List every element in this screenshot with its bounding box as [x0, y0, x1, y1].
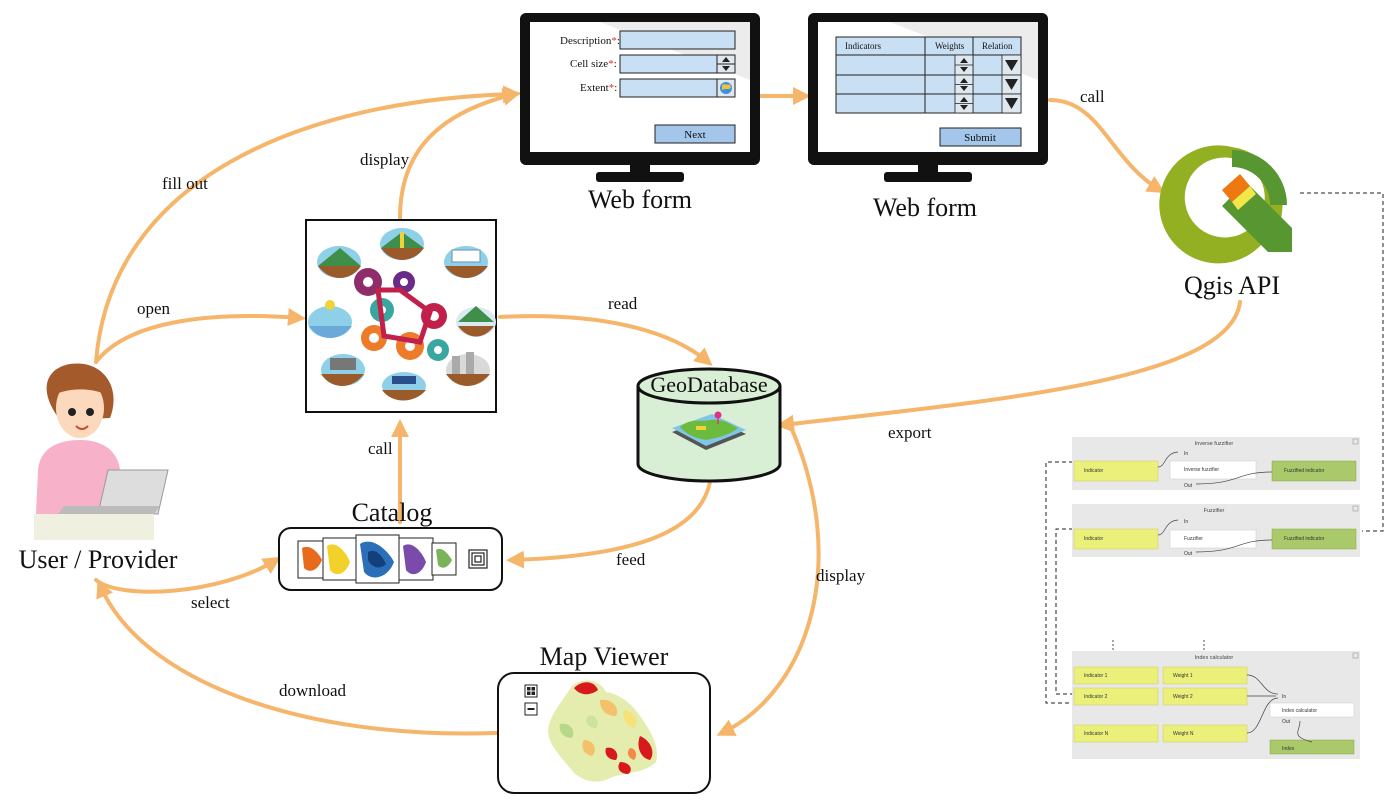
arrow-call-qgis — [1048, 98, 1166, 194]
label-open: open — [137, 299, 171, 318]
catalog: Catalog — [278, 498, 503, 591]
model-connectors — [1045, 192, 1384, 704]
form2-row-2[interactable] — [954, 74, 1022, 95]
label-display-map: display — [816, 566, 866, 585]
model-input: Indicator — [1084, 536, 1104, 542]
map-3d-icon — [672, 411, 746, 450]
model-output: Index — [1282, 746, 1295, 752]
form1-cell-size-label: Cell size*: — [570, 58, 617, 70]
model-algo: Fuzzifier — [1184, 536, 1203, 542]
form2-row-1[interactable] — [954, 54, 1022, 76]
model-indicator-2: Indicator 2 — [1084, 694, 1108, 700]
model-index-calculator: Index calculator Indicator 1 Indicator 2… — [1072, 640, 1360, 759]
model-in: In — [1184, 451, 1188, 457]
model-out: Out — [1282, 719, 1291, 725]
form2-row-3[interactable] — [954, 93, 1022, 114]
arrow-display-top — [398, 88, 521, 220]
model-weight-2: Weight 2 — [1173, 694, 1193, 700]
form1-next-button[interactable] — [654, 124, 736, 144]
arrow-feed — [506, 480, 712, 569]
model-out: Out — [1184, 551, 1193, 557]
label-export: export — [888, 423, 932, 442]
model-title: Index calculator — [1195, 655, 1234, 661]
model-algo: Inverse fuzzifier — [1184, 467, 1219, 473]
model-fuzzifier: Fuzzifier Indicator Fuzzifier In Out Fuz… — [1072, 504, 1360, 557]
model-title: Fuzzifier — [1204, 508, 1225, 514]
geodatabase-title: GeoDatabase — [650, 372, 767, 397]
label-fill-out: fill out — [162, 174, 208, 193]
model-weight-1: Weight 1 — [1173, 673, 1193, 679]
form2-table: Indicators Weights Relation — [835, 36, 1022, 114]
form1-cell-size-spinner-icon[interactable] — [716, 54, 736, 74]
form1-next-label: Next — [684, 129, 705, 141]
model-title: Inverse fuzzifier — [1195, 441, 1234, 447]
form1-extent-label: Extent*: — [580, 82, 617, 94]
form2-header-relation: Relation — [982, 41, 1013, 51]
zoom-in-icon[interactable] — [524, 684, 538, 698]
model-output: Fuzzified indicator — [1284, 468, 1325, 474]
label-call-form: call — [1080, 87, 1105, 106]
web-form-2-title: Web form — [873, 193, 977, 222]
model-in: In — [1282, 694, 1286, 700]
form1-globe-icon[interactable] — [716, 78, 736, 98]
model-output: Fuzzified indicator — [1284, 536, 1325, 542]
map-viewer: Map Viewer — [497, 642, 711, 794]
geodatabase: GeoDatabase — [636, 367, 782, 483]
label-display-top: display — [360, 150, 410, 169]
web-form-2: Indicators Weights Relation — [808, 13, 1048, 222]
choropleth-map — [548, 680, 657, 782]
arrow-download — [96, 579, 498, 736]
catalog-map-thumbnails — [297, 534, 457, 584]
arrow-open — [94, 308, 306, 364]
zoom-out-icon[interactable] — [524, 702, 538, 716]
label-read: read — [608, 294, 638, 313]
arrows — [94, 85, 1242, 736]
web-form-1-title: Web form — [588, 185, 692, 214]
label-download: download — [279, 681, 347, 700]
form2-submit-label: Submit — [964, 132, 996, 144]
model-inverse-fuzzifier: Inverse fuzzifier Indicator Inverse fuzz… — [1072, 437, 1360, 490]
model-algo: Index calculator — [1282, 708, 1317, 714]
process-icons-box — [305, 219, 497, 413]
model-out: Out — [1184, 483, 1193, 489]
arrow-display-map — [716, 423, 821, 736]
form1-description-input[interactable] — [619, 30, 736, 50]
layers-icon[interactable] — [468, 549, 488, 569]
qgis-logo-icon: Qgis API — [1159, 145, 1292, 300]
model-input: Indicator — [1084, 468, 1104, 474]
gears-icon — [354, 268, 449, 361]
model-indicator-1: Indicator 1 — [1084, 673, 1108, 679]
user-title: User / Provider — [19, 545, 178, 574]
qgis-title: Qgis API — [1184, 271, 1280, 300]
user-avatar-icon: User / Provider — [19, 363, 178, 574]
model-in: In — [1184, 519, 1188, 525]
map-viewer-title: Map Viewer — [540, 642, 669, 671]
form2-header-weights: Weights — [935, 41, 965, 51]
label-select: select — [191, 593, 230, 612]
landscape-icons — [308, 228, 496, 401]
label-call-catalog: call — [368, 439, 393, 458]
arrow-fill-out — [94, 85, 521, 364]
web-form-1: Description*: Cell size*: Extent*: Next … — [520, 13, 760, 214]
model-indicator-n: Indicator N — [1084, 731, 1109, 737]
form2-submit-button[interactable] — [939, 127, 1022, 147]
catalog-title: Catalog — [352, 498, 433, 527]
form2-header-indicators: Indicators — [845, 41, 881, 51]
model-weight-n: Weight N — [1173, 731, 1194, 737]
label-feed: feed — [616, 550, 646, 569]
form1-description-label: Description*: — [560, 35, 620, 47]
arrow-read — [498, 314, 713, 366]
arrow-export — [776, 300, 1242, 433]
